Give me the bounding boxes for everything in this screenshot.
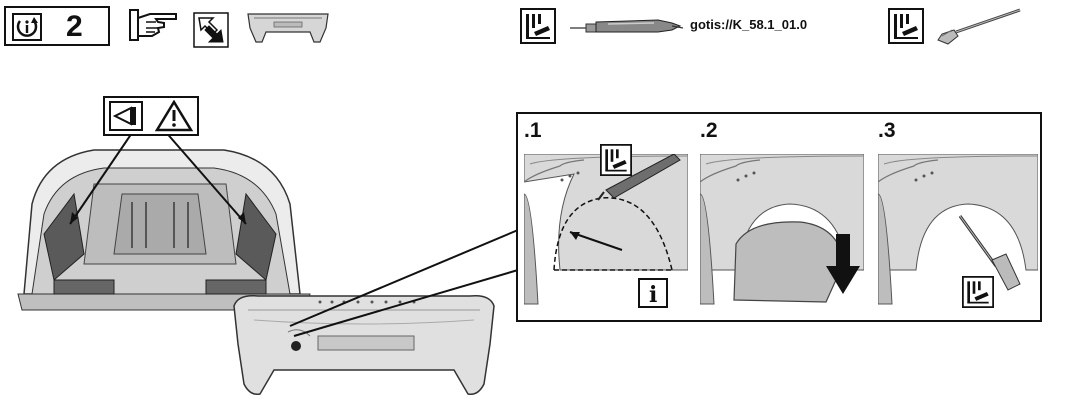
panel-3-illustration xyxy=(878,154,1038,305)
panel-1-tool-icon xyxy=(600,144,632,176)
vehicle-rear-underside-view xyxy=(17,129,311,311)
panel-3-tool-icon xyxy=(962,276,994,308)
panel-1-illustration xyxy=(524,154,688,305)
info-marker-letter: i xyxy=(649,282,658,308)
info-marker-box: i xyxy=(638,278,668,308)
tool-symbol-icon-2 xyxy=(888,8,924,44)
step-number: 2 xyxy=(66,10,83,43)
hand-pointing-icon xyxy=(129,9,177,41)
document-code: gotis://K_58.1_01.0 xyxy=(690,17,808,32)
panel-2-illustration xyxy=(700,154,864,305)
bumper-thumbnail xyxy=(247,13,329,43)
step-box: 2 xyxy=(4,6,110,46)
deburring-tool-icon xyxy=(937,8,1021,45)
panel-label-3: .3 xyxy=(878,119,896,142)
panel-label-2: .2 xyxy=(700,119,718,142)
pneumatic-saw-icon xyxy=(570,19,684,33)
warning-callout xyxy=(103,96,199,136)
tool-symbol-icon xyxy=(520,8,556,44)
detail-leader-lines xyxy=(289,229,519,337)
info-cycle-icon xyxy=(12,13,42,41)
view-direction-icon xyxy=(109,101,143,131)
detail-panel: .1 i .2 .3 xyxy=(516,112,1042,322)
panel-label-1: .1 xyxy=(524,119,542,142)
remove-install-icon xyxy=(193,12,229,48)
rear-bumper-cover xyxy=(233,294,495,396)
warning-triangle-icon xyxy=(155,100,193,132)
